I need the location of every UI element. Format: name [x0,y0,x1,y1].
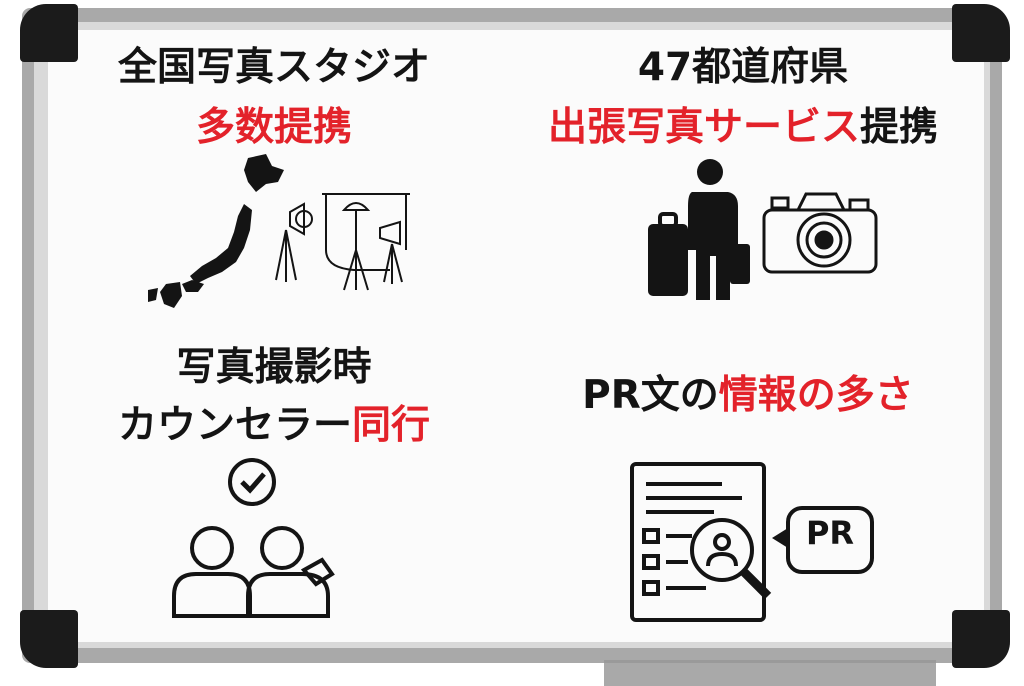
vintage-camera-icon [762,192,878,274]
prefecture-heading: 47都道府県 [637,45,849,90]
counselor-check-icon [172,458,335,618]
pr-heading: PR文の情報の多さ [538,364,958,420]
counselor-subheading-red: 同行 [352,403,431,448]
service-subheading-red: 出張写真サービス [547,105,860,150]
corner-bottom-right [952,610,1010,668]
shooting-heading: 写真撮影時 [176,345,372,390]
service-subheading-black: 提携 [860,105,939,150]
corner-top-right [952,4,1010,62]
pr-heading-red: 情報の多さ [718,373,914,418]
document-search-icon [630,462,772,622]
service-subheading: 出張写真サービス提携 [518,96,968,152]
studio-subheading: 多数提携 [195,105,352,150]
corner-bottom-left [20,610,78,668]
pr-bubble-tail [772,528,788,548]
japan-map-icon [148,154,284,308]
marker-tray [604,660,936,686]
pr-bubble-text: PR [805,514,855,552]
pr-speech-bubble-icon [786,506,874,574]
studio-heading: 全国写真スタジオ [117,45,430,90]
traveler-with-suitcase-icon [648,159,750,300]
counselor-subheading-black: カウンセラー [117,403,352,448]
corner-top-left [20,4,78,62]
counselor-subheading: カウンセラー同行 [76,394,472,450]
pr-heading-black: PR文の [582,373,719,418]
studio-lighting-icon [275,193,410,291]
